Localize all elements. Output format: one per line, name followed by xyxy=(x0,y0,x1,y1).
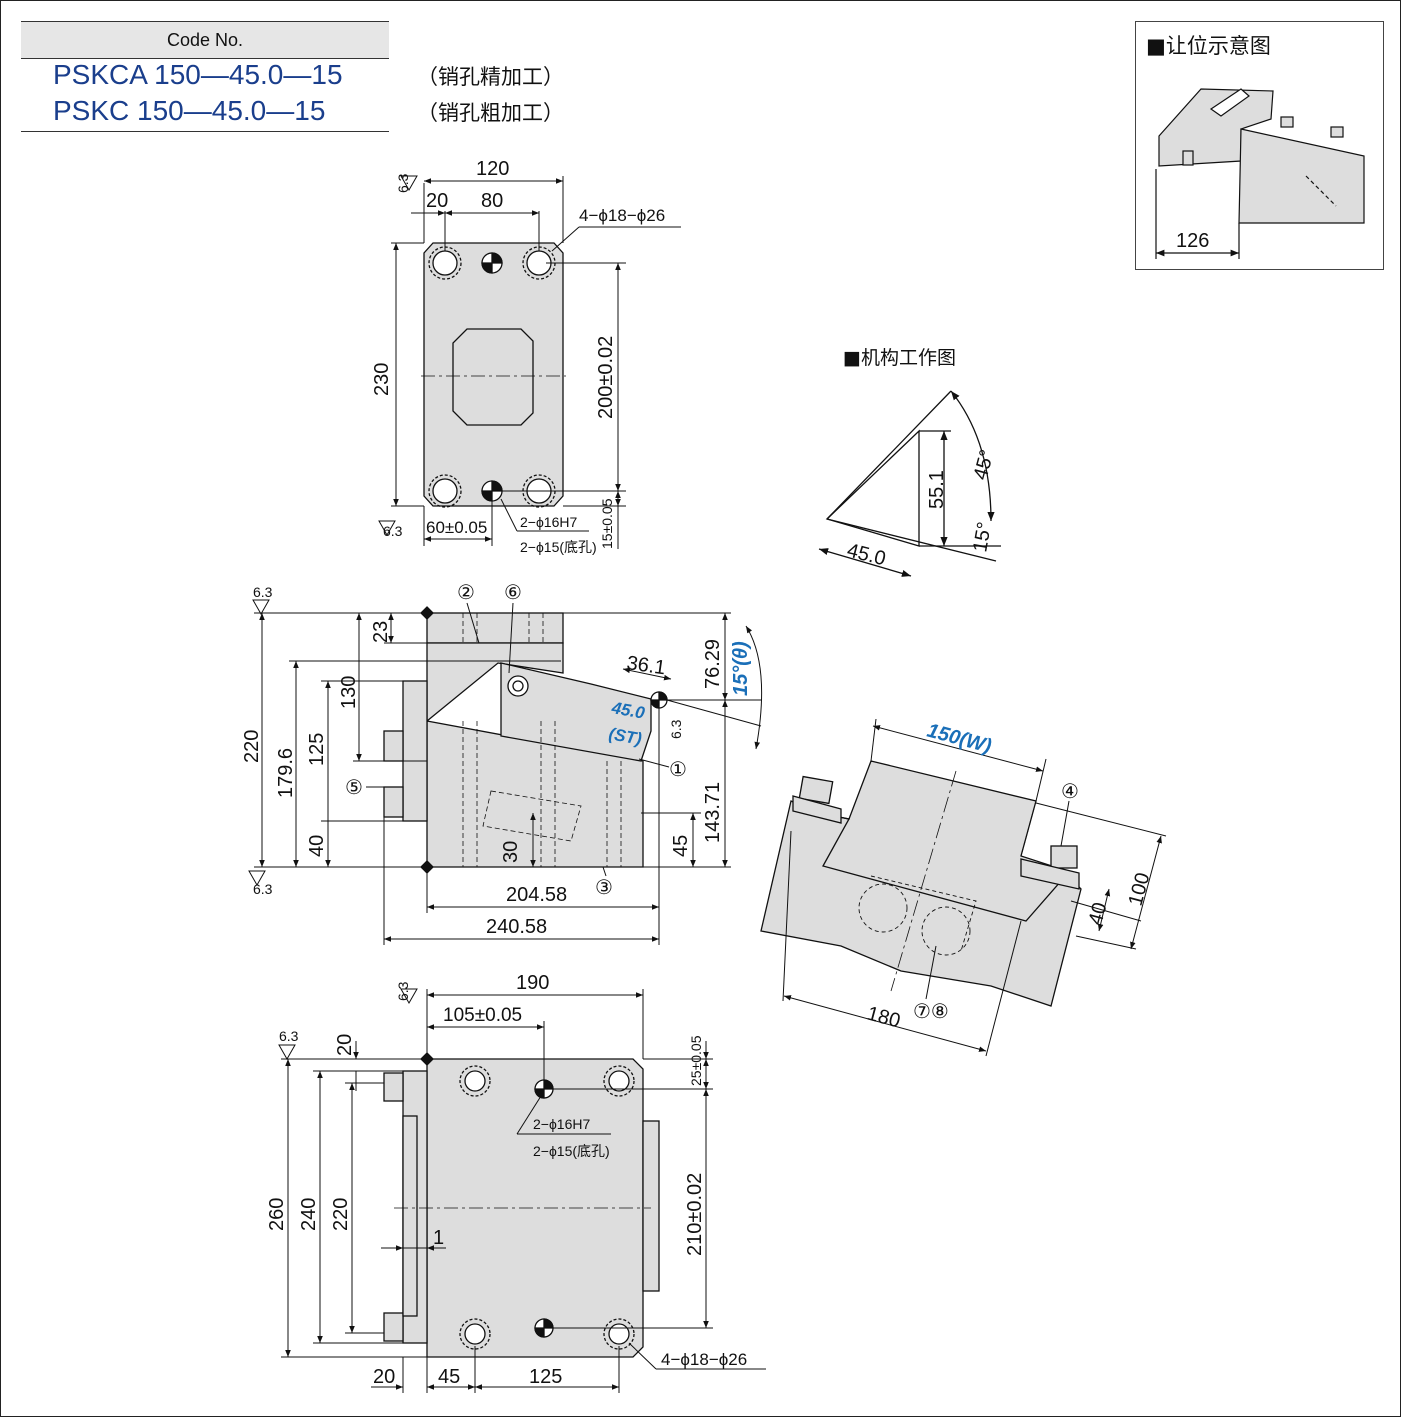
side-dim: 130 xyxy=(338,676,360,709)
roughness-mark: 6.3 xyxy=(395,981,411,1001)
roughness-mark: 6.3 xyxy=(253,881,273,897)
iso-dim: 180 xyxy=(865,1003,903,1033)
callout-3: ③ xyxy=(595,877,613,899)
mech-dim: 45.0 xyxy=(845,540,888,571)
side-dim: 30 xyxy=(500,841,522,863)
mechanism-title: ■机构工作图 xyxy=(843,347,956,369)
legend-dim-126: 126 xyxy=(1176,230,1209,252)
bottom-dim: 210±0.02 xyxy=(684,1173,706,1256)
mech-dim: 15° xyxy=(969,520,996,554)
top-dim: 4−ϕ18−ϕ26 xyxy=(579,206,665,225)
bottom-view xyxy=(278,988,766,1393)
code-row: PSKC 150—45.0—15 （销孔粗加工） xyxy=(21,95,564,131)
code-table: Code No. PSKCA 150—45.0—15 （销孔精加工） PSKC … xyxy=(21,21,564,132)
roughness-mark: 6.3 xyxy=(279,1028,299,1044)
bottom-dim: 240 xyxy=(298,1198,320,1231)
top-dim: 20 xyxy=(426,190,448,212)
bottom-dim: 260 xyxy=(266,1198,288,1231)
side-dim: 240.58 xyxy=(486,916,547,938)
bottom-dim: 190 xyxy=(516,972,549,994)
bottom-dim: 2−ϕ16H7 xyxy=(533,1116,590,1132)
callout-6: ⑥ xyxy=(504,582,522,604)
code-note: （销孔精加工） xyxy=(417,65,564,89)
bottom-dim: 2−ϕ15(底孔) xyxy=(533,1143,610,1159)
callout-4: ④ xyxy=(1061,781,1079,803)
code-model: PSKC 150—45.0—15 xyxy=(53,95,326,126)
code-row: PSKCA 150—45.0—15 （销孔精加工） xyxy=(21,59,564,95)
side-dim: 40 xyxy=(306,835,328,857)
roughness-mark: 6.3 xyxy=(668,719,684,739)
bottom-dim: 20 xyxy=(334,1034,356,1056)
iso-dim: 150(W) xyxy=(925,720,994,758)
callout-2: ② xyxy=(457,582,475,604)
mechanism-diagram xyxy=(818,390,1001,577)
code-table-bottom-rule xyxy=(21,131,389,132)
bottom-dim: 20 xyxy=(373,1366,395,1388)
code-note: （销孔粗加工） xyxy=(417,101,564,125)
top-dim: 120 xyxy=(476,158,509,180)
iso-dim: 40 xyxy=(1085,900,1112,927)
top-dim: 230 xyxy=(371,363,393,396)
mech-dim: 55.1 xyxy=(926,470,948,509)
side-dim: 15°(θ) xyxy=(730,641,752,696)
bottom-dim: 220 xyxy=(330,1198,352,1231)
top-dim: 60±0.05 xyxy=(426,518,487,537)
side-dim: 45 xyxy=(670,835,692,857)
bottom-dim: 45 xyxy=(438,1366,460,1388)
side-dim: 76.29 xyxy=(702,639,724,689)
iso-view xyxy=(760,718,1167,1057)
bottom-dim: 4−ϕ18−ϕ26 xyxy=(661,1350,747,1369)
code-header: Code No. xyxy=(21,21,389,59)
legend-title: ■让位示意图 xyxy=(1146,34,1271,58)
bottom-dim: 1 xyxy=(433,1227,444,1249)
top-dim: 200±0.02 xyxy=(595,336,617,419)
bottom-dim: 105±0.05 xyxy=(443,1005,522,1026)
mech-dim: 45° xyxy=(970,447,999,482)
side-dim: 204.58 xyxy=(506,884,567,906)
side-dim: 23 xyxy=(370,621,392,643)
roughness-mark: 6.3 xyxy=(395,173,411,193)
top-view xyxy=(378,175,681,549)
iso-dim: 100 xyxy=(1125,870,1155,908)
side-dim: 36.1 xyxy=(625,652,667,679)
roughness-mark: 6.3 xyxy=(383,523,403,539)
roughness-mark: 6.3 xyxy=(253,584,273,600)
bottom-dim: 125 xyxy=(529,1366,562,1388)
legend-sketch xyxy=(1155,88,1365,259)
side-view xyxy=(248,599,763,945)
side-dim: 220 xyxy=(241,730,263,763)
top-dim: 80 xyxy=(481,190,503,212)
top-dim: 2−ϕ16H7 xyxy=(520,514,577,530)
code-model: PSKCA 150—45.0—15 xyxy=(53,59,343,90)
top-dim: 15±0.05 xyxy=(599,498,615,549)
side-dim: 179.6 xyxy=(275,748,297,798)
top-dim: 2−ϕ15(底孔) xyxy=(520,539,597,555)
callout-5: ⑤ xyxy=(345,777,363,799)
side-dim: 143.71 xyxy=(702,782,724,843)
callout-1: ① xyxy=(669,759,687,781)
side-dim: 125 xyxy=(306,733,328,766)
callout-7-8: ⑦⑧ xyxy=(913,1001,949,1023)
bottom-dim: 25±0.05 xyxy=(688,1035,704,1086)
